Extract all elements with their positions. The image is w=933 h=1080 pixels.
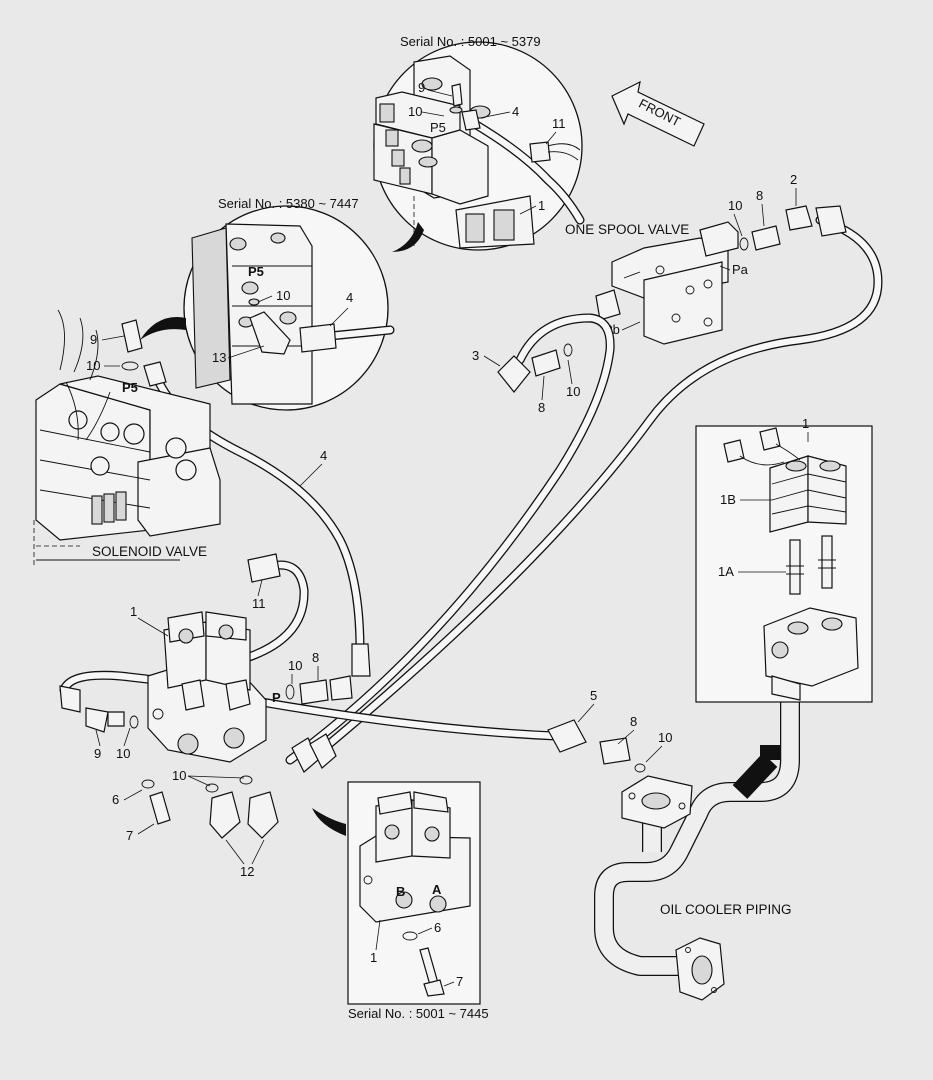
lower-valve-block: P — [147, 611, 281, 763]
inset-parts-1: 1 1B 1A — [695, 416, 873, 703]
callout-8c: 8 — [630, 714, 637, 729]
callout-inset-1a: 1A — [718, 564, 734, 579]
callout-sp-10: 10 — [728, 198, 742, 213]
callout-valve-8p: 8 — [312, 650, 319, 665]
callout-hose-11: 11 — [252, 596, 266, 611]
callout-inset-1b: 1B — [720, 492, 736, 507]
port-label-p5-main: P5 — [122, 380, 138, 395]
port-label-p: P — [272, 690, 281, 705]
serial-caption-bottom: Serial No. : 5001 ~ 7445 — [348, 1006, 489, 1021]
callout-bot-6: 6 — [434, 920, 441, 935]
callout-8b: 8 — [538, 400, 545, 415]
callout-3: 3 — [472, 348, 479, 363]
callout-mid-10: 10 — [276, 288, 290, 303]
callout-10d: 10 — [172, 768, 186, 783]
callout-6: 6 — [112, 792, 119, 807]
callouts: 9 10 4 11 10 8 2 3 8 10 1 10 8 9 10 10 6… — [86, 172, 797, 879]
callout-top-4: 4 — [512, 104, 519, 119]
port-label-b: B — [396, 884, 405, 899]
callout-top-11: 11 — [552, 116, 566, 131]
cooler-flange-bottom — [675, 937, 725, 1001]
callout-sp-2: 2 — [790, 172, 797, 187]
callout-12: 12 — [240, 864, 254, 879]
one-spool-valve-caption: ONE SPOOL VALVE — [565, 222, 689, 237]
callout-valve-10p: 10 — [288, 658, 302, 673]
serial-caption-mid: Serial No. : 5380 ~ 7447 — [218, 196, 359, 211]
callout-9b: 9 — [94, 746, 101, 761]
callout-hose-4: 4 — [320, 448, 327, 463]
port-label-p5-mid: P5 — [248, 264, 264, 279]
solenoid-valve-assembly: P5 SOLENOID VALVE — [33, 309, 221, 568]
port-label-pa: Pa — [732, 262, 749, 277]
callout-5: 5 — [590, 688, 597, 703]
solenoid-valve-caption: SOLENOID VALVE — [92, 544, 207, 559]
callout-mid-13: 13 — [212, 350, 226, 365]
callout-10c: 10 — [116, 746, 130, 761]
callout-sv-9: 9 — [90, 332, 97, 347]
port-label-a: A — [432, 882, 442, 897]
callout-valve-1: 1 — [130, 604, 137, 619]
callout-mid-4: 4 — [346, 290, 353, 305]
inset-parts-bottom: B A 6 1 7 Serial No. : 5001 ~ 7445 — [312, 781, 489, 1021]
one-spool-valve: ONE SPOOL VALVE Pa Pb — [565, 221, 749, 345]
callout-top-10: 10 — [408, 104, 422, 119]
callout-top-1: 1 — [538, 198, 545, 213]
callout-inset-1: 1 — [802, 416, 809, 431]
callout-bot-1: 1 — [370, 950, 377, 965]
serial-caption-top: Serial No. : 5001 ~ 5379 — [400, 34, 541, 49]
callout-sp-8: 8 — [756, 188, 763, 203]
detail-circle-mid: P5 10 4 13 Serial No. : 5380 ~ 7447 — [140, 196, 395, 411]
callout-10b: 10 — [566, 384, 580, 399]
cooler-flange-top — [621, 775, 693, 829]
oil-cooler-piping-caption: OIL COOLER PIPING — [660, 902, 792, 917]
oil-cooler-piping: OIL COOLER PIPING — [594, 700, 800, 1001]
callout-10e: 10 — [658, 730, 672, 745]
callout-sv-10: 10 — [86, 358, 100, 373]
callout-7: 7 — [126, 828, 133, 843]
fittings — [85, 225, 781, 839]
callout-top-9: 9 — [418, 80, 425, 95]
callout-bot-7: 7 — [456, 974, 463, 989]
detail-circle-top: 9 10 P5 4 11 1 Serial No. : 5001 ~ 5379 — [373, 34, 585, 252]
port-label-p5-top: P5 — [430, 120, 446, 135]
